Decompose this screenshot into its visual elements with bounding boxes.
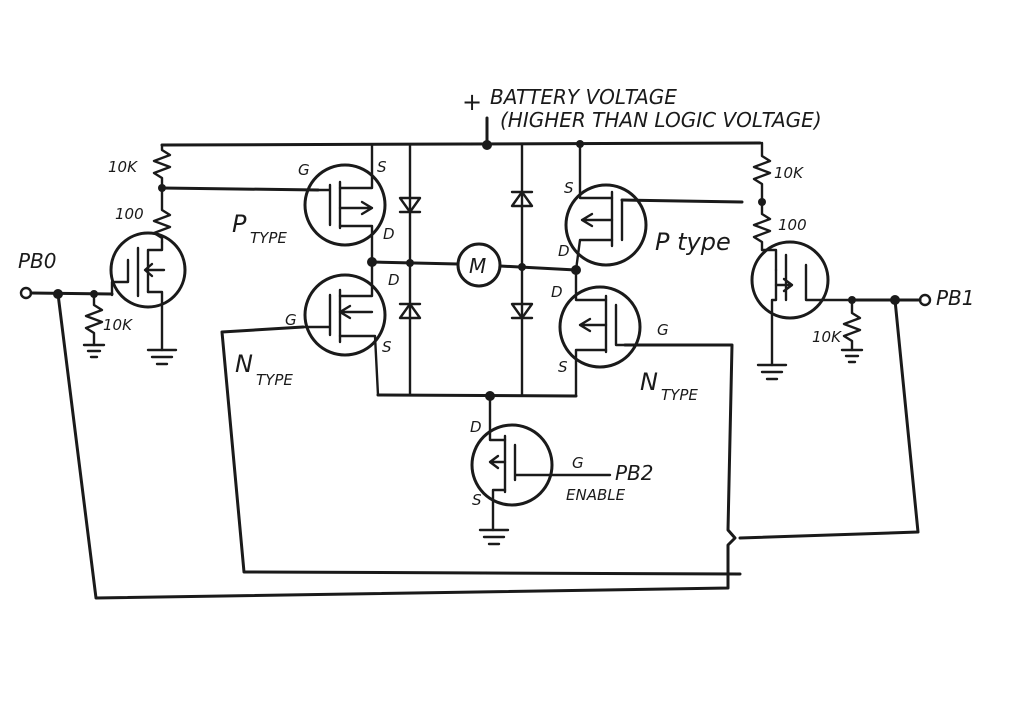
left-p-mosfet xyxy=(303,143,387,264)
right-n-type-label: N xyxy=(640,368,658,396)
enable-drain-pin: D xyxy=(470,418,482,436)
right-input-circuit xyxy=(738,141,932,540)
left-pulldown-label: 10K xyxy=(103,316,133,334)
left-p-source-pin: S xyxy=(377,158,387,176)
enable-circuit xyxy=(376,391,612,546)
right-driver-transistor xyxy=(750,240,830,320)
pb0-label: PB0 xyxy=(18,249,57,273)
left-pullup-label: 10K xyxy=(108,158,138,176)
pb1-label: PB1 xyxy=(936,286,975,310)
left-p-gate-pin: G xyxy=(298,161,310,179)
left-p-drain-pin: D xyxy=(383,225,395,243)
right-n-source-pin: S xyxy=(558,358,568,376)
pb2-label: PB2 xyxy=(615,461,654,485)
right-gate-resistor-label: 100 xyxy=(778,216,807,234)
left-input-circuit xyxy=(19,143,737,600)
left-n-drain-pin: D xyxy=(388,271,400,289)
right-n-gate-pin: G xyxy=(657,321,669,339)
left-n-source-pin: S xyxy=(382,338,392,356)
supply-note: (HIGHER THAN LOGIC VOLTAGE) xyxy=(500,108,822,132)
right-n-type-sub: TYPE xyxy=(661,386,698,404)
left-flyback-diodes xyxy=(398,143,422,397)
supply-plus: + xyxy=(462,88,482,116)
left-gate-resistor-label: 100 xyxy=(115,205,144,223)
left-n-gate-pin: G xyxy=(285,311,297,329)
right-p-drain-pin: D xyxy=(558,242,570,260)
left-n-type-sub: TYPE xyxy=(256,371,293,389)
right-flyback-diodes xyxy=(510,143,534,397)
right-pulldown-label: 10K xyxy=(812,328,842,346)
left-n-type-label: N xyxy=(235,350,253,378)
left-n-mosfet xyxy=(220,260,742,576)
motor-label: M xyxy=(469,254,486,278)
left-p-type-sub: TYPE xyxy=(250,229,287,247)
battery-rail xyxy=(160,116,762,150)
left-driver-transistor xyxy=(109,231,187,309)
right-p-source-pin: S xyxy=(564,179,574,197)
right-p-type-label: P type xyxy=(655,228,731,256)
enable-label: ENABLE xyxy=(566,486,626,504)
right-n-mosfet xyxy=(558,268,642,397)
right-pullup-label: 10K xyxy=(774,164,804,182)
right-p-mosfet xyxy=(564,142,744,272)
supply-label: BATTERY VOLTAGE xyxy=(490,85,677,109)
enable-source-pin: S xyxy=(472,491,482,509)
enable-gate-pin: G xyxy=(572,454,584,472)
left-p-type-label: P xyxy=(232,210,247,238)
right-n-drain-pin: D xyxy=(551,283,563,301)
motor-bridge xyxy=(367,242,581,288)
